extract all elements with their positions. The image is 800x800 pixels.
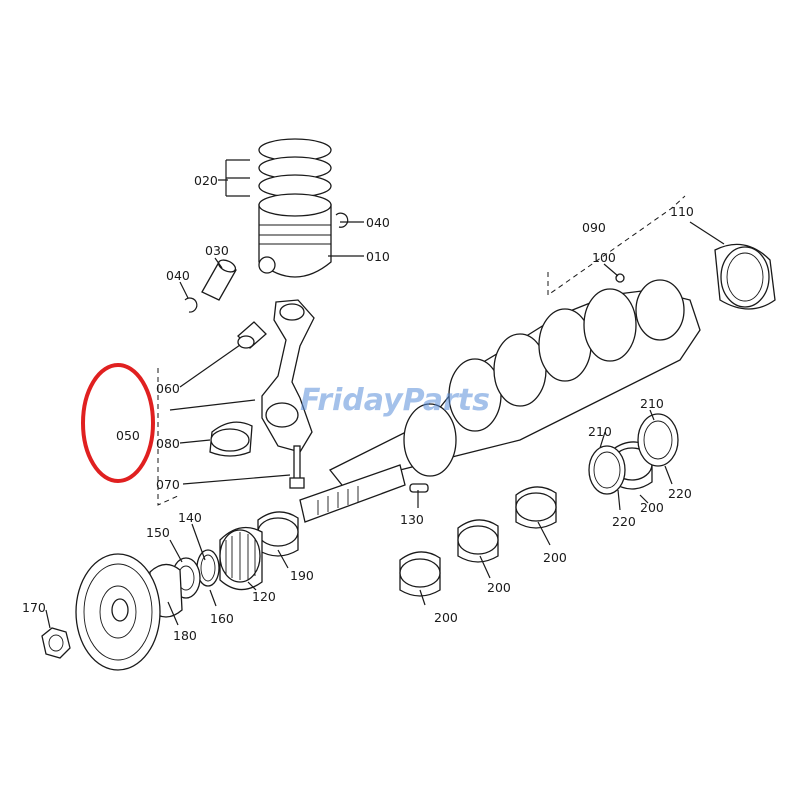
callout-140: 140 xyxy=(178,510,202,525)
piston xyxy=(258,193,332,278)
callout-200-a: 200 xyxy=(434,610,458,625)
callout-130: 130 xyxy=(400,512,424,527)
callout-220-a: 220 xyxy=(612,514,636,529)
main-bearing-3 xyxy=(515,486,557,529)
watermark-logo: FridayParts xyxy=(300,383,490,418)
connecting-rod xyxy=(261,299,315,453)
callout-220-b: 220 xyxy=(668,486,692,501)
rod-bolt xyxy=(289,445,305,489)
pulley-nut xyxy=(41,627,71,659)
callout-070: 070 xyxy=(156,477,180,492)
callout-labels: 020 040 010 030 040 060 050 080 070 090 … xyxy=(22,173,694,643)
main-bearing-1 xyxy=(399,551,441,597)
main-bearing-2 xyxy=(457,519,499,563)
callout-120: 120 xyxy=(252,589,276,604)
callout-200-b: 200 xyxy=(487,580,511,595)
thrust-washer-rear xyxy=(637,413,679,467)
callout-210-b: 210 xyxy=(640,396,664,411)
callout-170: 170 xyxy=(22,600,46,615)
callout-010: 010 xyxy=(366,249,390,264)
piston-pin xyxy=(201,259,237,301)
callout-180: 180 xyxy=(173,628,197,643)
circlip-right xyxy=(335,212,349,228)
highlight-circle xyxy=(81,363,155,483)
small-end-bushing xyxy=(237,321,267,349)
callout-210-a: 210 xyxy=(588,424,612,439)
callout-200-d: 200 xyxy=(640,500,664,515)
rod-bearing xyxy=(209,421,253,457)
callout-060: 060 xyxy=(156,381,180,396)
crank-gear xyxy=(219,526,263,591)
callout-150: 150 xyxy=(146,525,170,540)
callout-020: 020 xyxy=(194,173,218,188)
callout-190: 190 xyxy=(290,568,314,583)
callout-100: 100 xyxy=(592,250,616,265)
spacer-collar xyxy=(257,511,299,557)
callout-200-c: 200 xyxy=(543,550,567,565)
crankshaft xyxy=(299,273,701,523)
callout-040-left: 040 xyxy=(166,268,190,283)
callout-030: 030 xyxy=(205,243,229,258)
piston-rings xyxy=(258,138,332,198)
thrust-washer-front xyxy=(588,445,626,495)
leader-lines xyxy=(45,159,725,629)
circlip-left xyxy=(184,297,198,313)
callout-040-right: 040 xyxy=(366,215,390,230)
callout-080: 080 xyxy=(156,436,180,451)
rear-seal-ring xyxy=(714,243,776,310)
crank-key xyxy=(409,483,429,493)
callout-090: 090 xyxy=(582,220,606,235)
callout-110: 110 xyxy=(670,204,694,219)
callout-160: 160 xyxy=(210,611,234,626)
crank-pulley xyxy=(75,553,161,671)
callout-050: 050 xyxy=(116,428,140,443)
